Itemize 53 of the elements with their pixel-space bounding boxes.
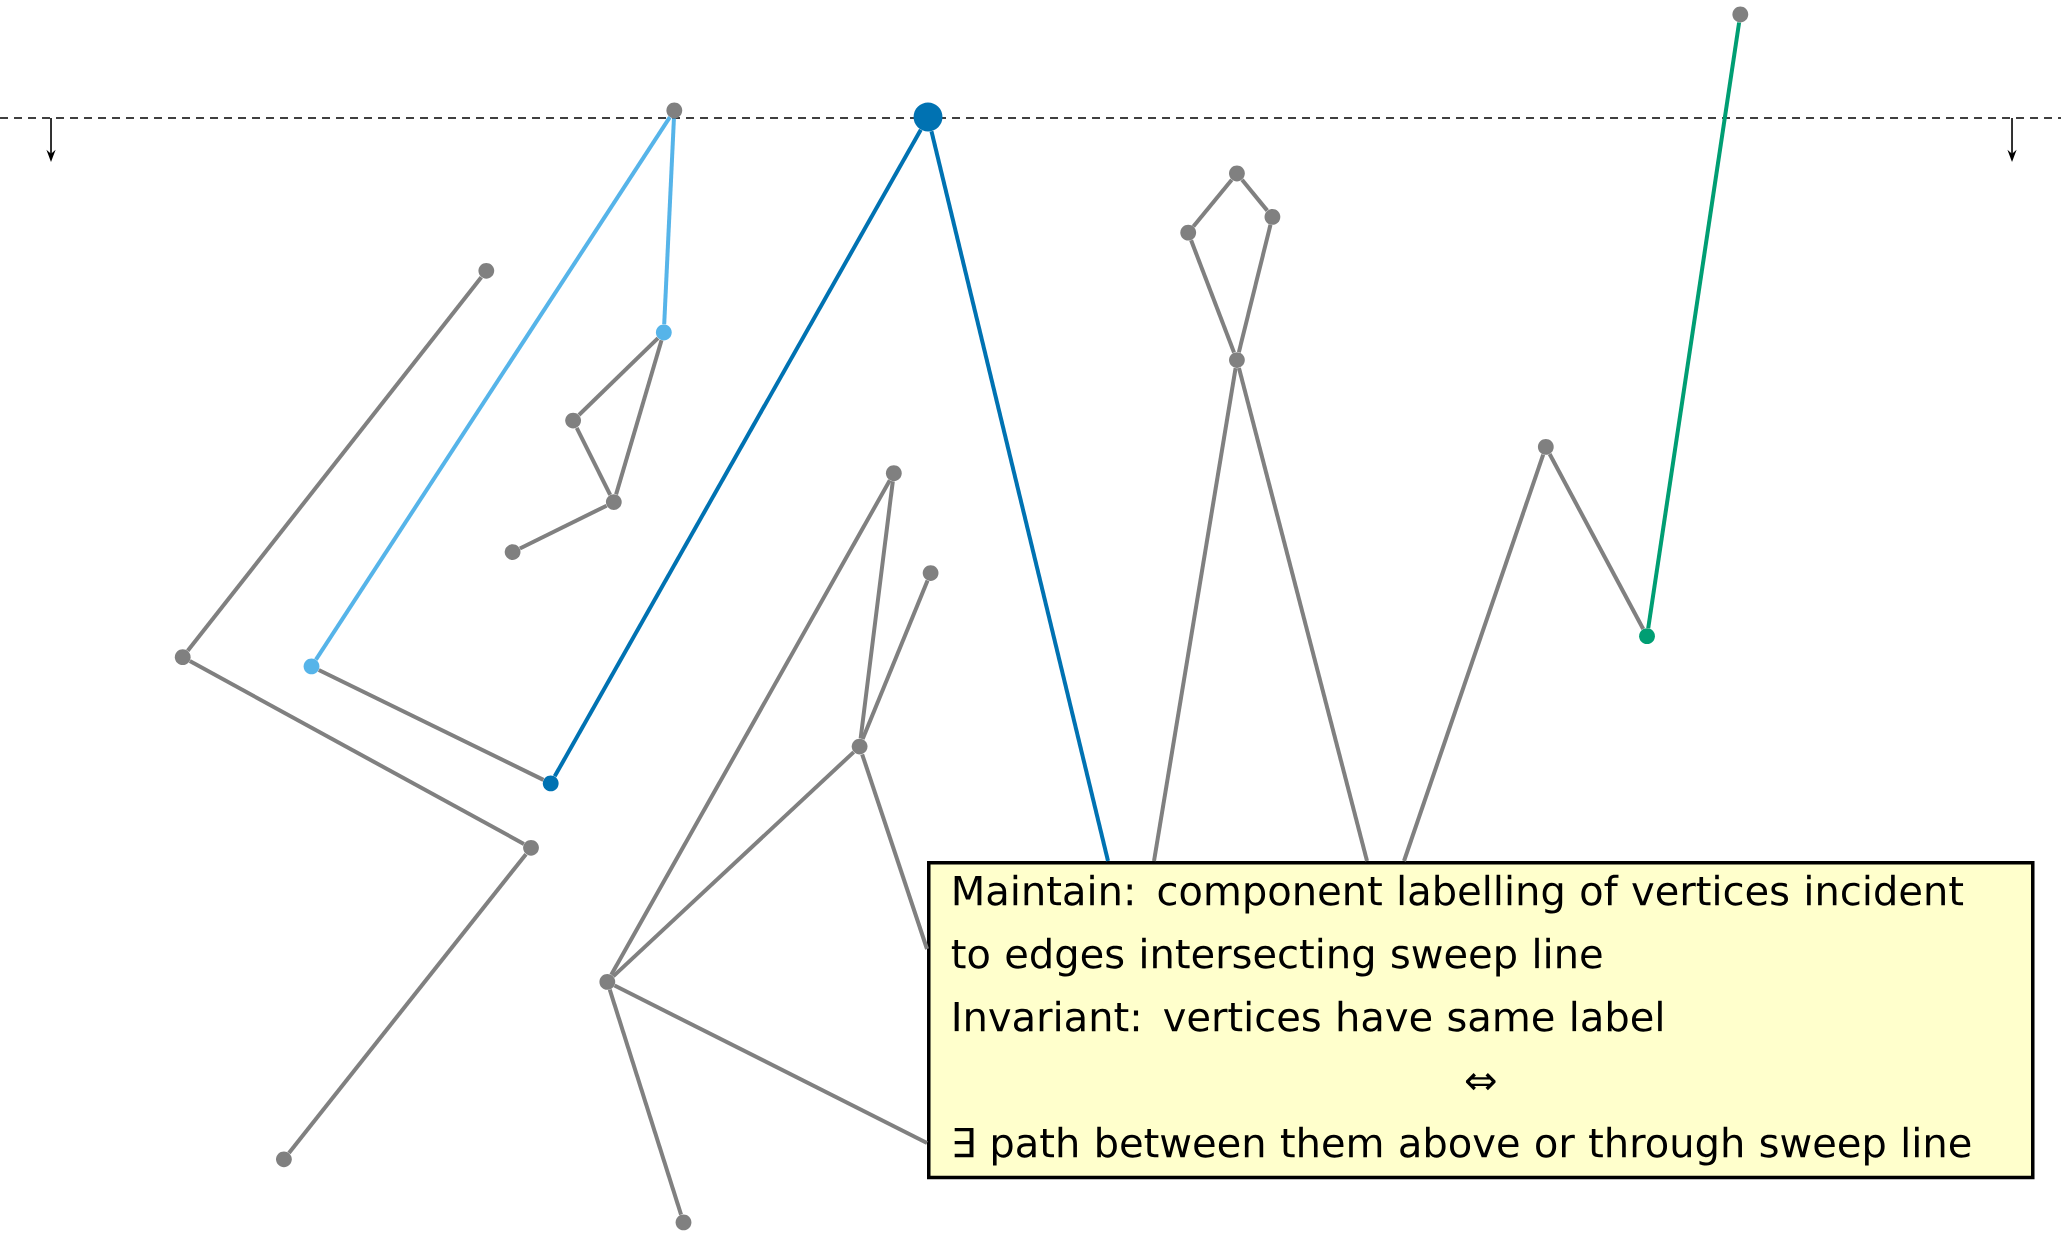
vertex-dot bbox=[1264, 209, 1281, 225]
vertex-dot bbox=[922, 565, 939, 581]
vertex-dot bbox=[1732, 6, 1749, 23]
vertex-dot bbox=[1229, 352, 1245, 368]
graph-edge bbox=[860, 579, 930, 740]
graph-edge bbox=[609, 479, 892, 976]
graph-edge bbox=[613, 983, 928, 1145]
graph-edge bbox=[1237, 367, 1369, 862]
vertex-dot bbox=[504, 544, 521, 560]
graph-edge bbox=[1189, 239, 1236, 354]
graph-edge bbox=[1236, 224, 1273, 353]
graph-edge bbox=[929, 130, 1110, 862]
graph-edge bbox=[1547, 453, 1645, 630]
vertex-dot bbox=[666, 102, 683, 119]
vertex-dot bbox=[851, 738, 868, 755]
graph-edge bbox=[188, 659, 525, 846]
graph-edge bbox=[574, 426, 612, 496]
vertex-dot bbox=[276, 1151, 292, 1168]
vertex-dot bbox=[523, 839, 539, 856]
graph-edge bbox=[186, 275, 483, 653]
vertex-dot bbox=[1229, 165, 1245, 182]
vertex-dot bbox=[675, 1214, 692, 1231]
graph-edge bbox=[614, 339, 664, 495]
graph-edge bbox=[1191, 178, 1234, 228]
graph-edge bbox=[858, 481, 895, 739]
graph-edge bbox=[314, 116, 672, 661]
vertex-dot bbox=[303, 658, 320, 675]
vertex-dot bbox=[478, 262, 495, 279]
graph-edge bbox=[1402, 453, 1546, 862]
vertex-dot bbox=[605, 494, 622, 510]
vertex-dot bbox=[565, 412, 581, 429]
graph-edge bbox=[287, 852, 528, 1155]
vertex-dot bbox=[1639, 628, 1655, 645]
graph-edge bbox=[662, 118, 676, 325]
graph-edge bbox=[860, 753, 929, 950]
info-box: Maintain: component labelling of vertices incident to edges intersecting sweep line Invariant: vertices have same label ⇔ ∃ path between them above or through sweep line bbox=[927, 861, 2035, 1180]
vertex-dot bbox=[542, 775, 559, 792]
graph-edge bbox=[317, 668, 545, 782]
vertex-dot bbox=[885, 465, 902, 482]
graph-edge bbox=[552, 128, 923, 778]
graph-edge bbox=[1646, 22, 1742, 629]
vertex-dot bbox=[1537, 439, 1554, 455]
vertex-dot bbox=[599, 974, 616, 990]
graph-edge bbox=[1152, 367, 1238, 862]
vertex-dot bbox=[913, 102, 943, 132]
vertex-dot bbox=[1180, 224, 1197, 241]
vertex-dot bbox=[655, 324, 672, 341]
graph-edge bbox=[1240, 178, 1269, 212]
graph-edge bbox=[607, 989, 683, 1216]
graph-edge bbox=[519, 503, 608, 551]
vertex-dot bbox=[174, 649, 191, 666]
graph-edge bbox=[611, 750, 856, 978]
graph-edge bbox=[577, 336, 660, 417]
